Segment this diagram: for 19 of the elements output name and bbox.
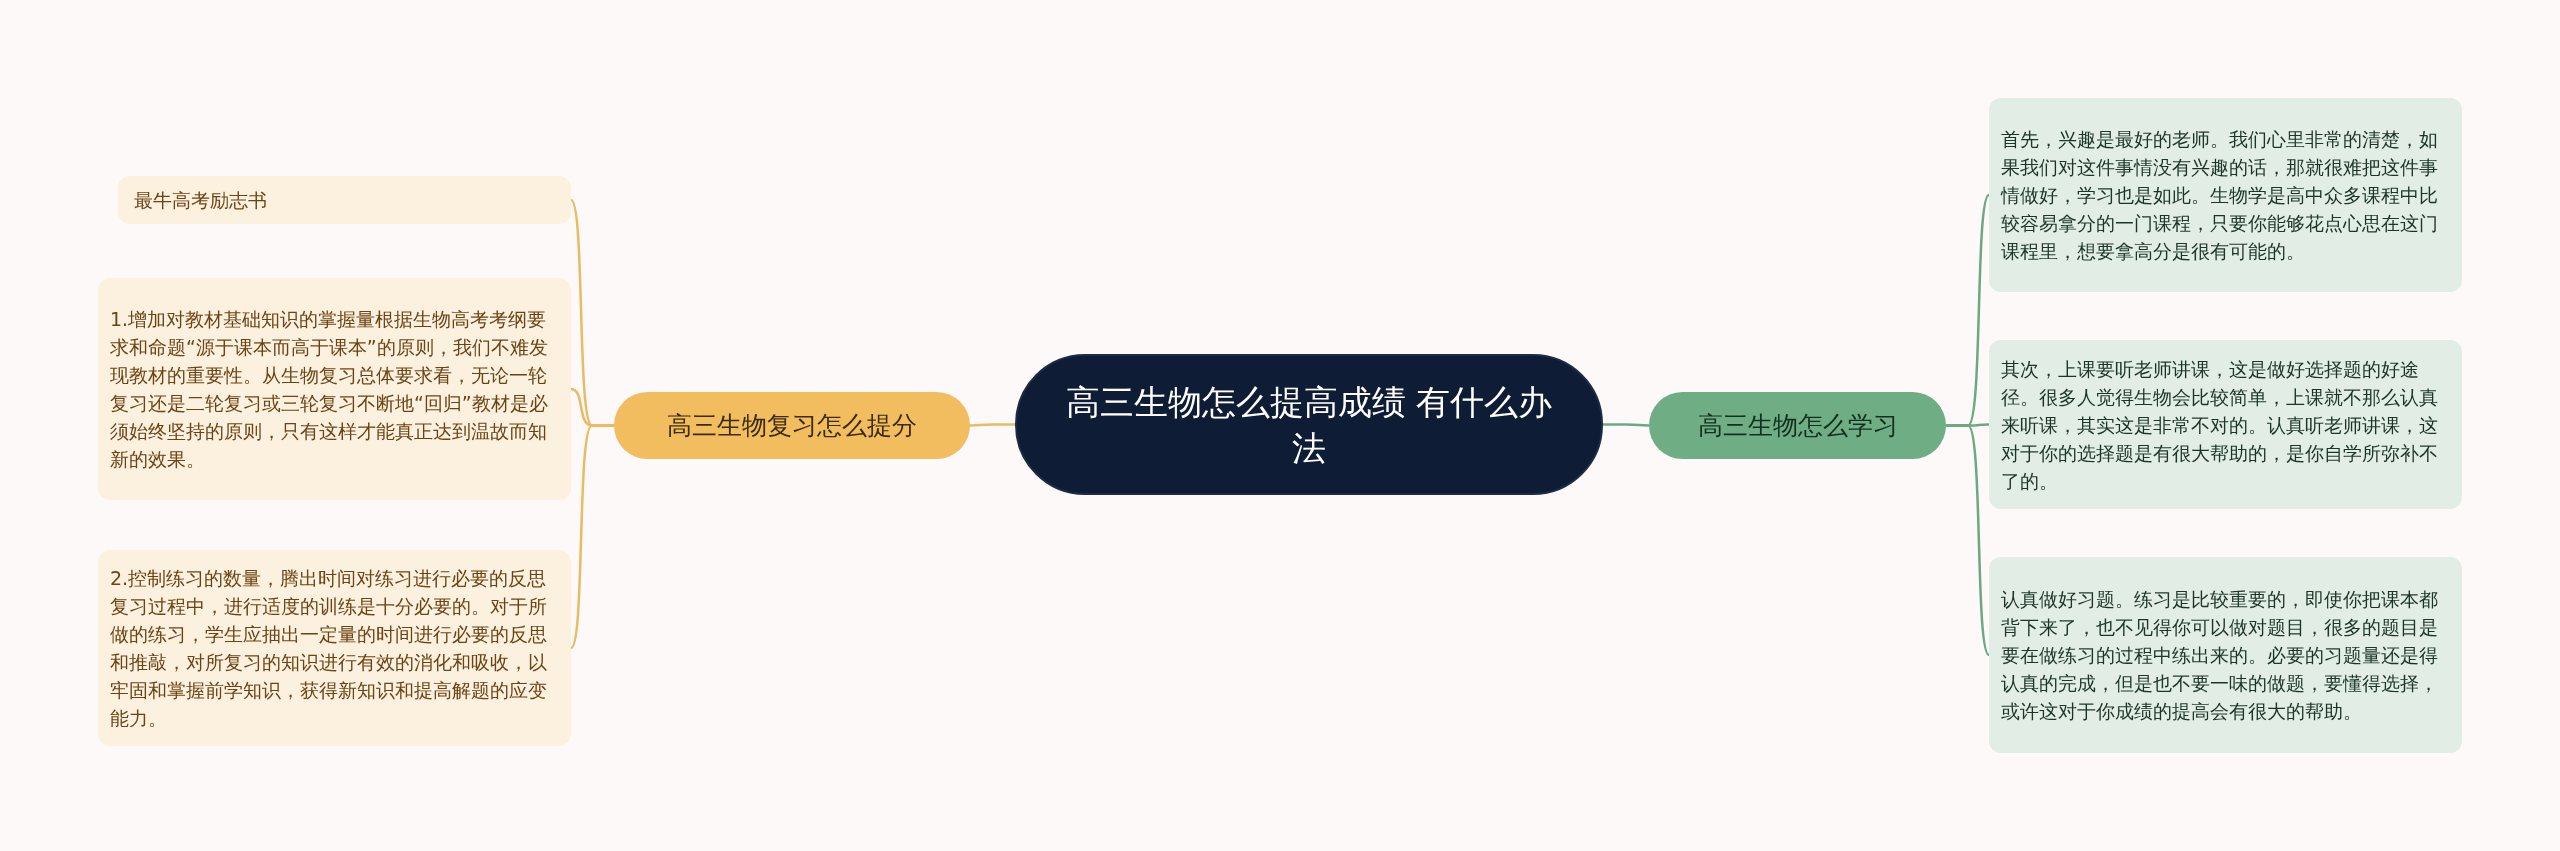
leaf-note bbox=[1989, 98, 2462, 292]
topic-text: 2.控制练习的数量，腾出时间对练习进行必要的反思复习过程中，进行适度的训练是十分必要的。对于所做的练习，学生应抽出一定量的时间进行必要的反思和推敲，对所复习的知识进行有效的消化和吸收，以牢固和掌握前学知识，获得新知识和提高解题的应变能力。 bbox=[110, 566, 548, 731]
topic-text: 高三生物怎么学习 bbox=[1697, 409, 1898, 442]
topic-text: 其次，上课要听老师讲课，这是做好选择题的好途径。很多人觉得生物会比较简单，上课就不那么认真来听课，其实这是非常不对的。认真听老师讲课，这对于你的选择题是有很大帮助的，是你自学所弥补不了的。 bbox=[2001, 356, 2439, 494]
topic-text: 高三生物复习怎么提分 bbox=[667, 409, 917, 442]
connector-line bbox=[1946, 424, 1991, 656]
leaf-note bbox=[1989, 340, 2462, 509]
connector-line bbox=[970, 423, 1015, 427]
leaf-note bbox=[98, 550, 571, 746]
topic-text: 高三生物怎么提高成绩 有什么办法 bbox=[1064, 380, 1554, 470]
topic-text: 最牛高考励志书 bbox=[134, 187, 267, 213]
connector-line bbox=[569, 424, 614, 649]
leaf-note bbox=[1989, 557, 2462, 753]
topic-text: 首先，兴趣是最好的老师。我们心里非常的清楚，如果我们对这件事情没有兴趣的话，那就很难把这件事情做好，学习也是如此。生物学是高中众多课程中比较容易拿分的一门课程，只要你能够花点心思在这门课程里，想要拿高分是很有可能的。 bbox=[2001, 127, 2439, 264]
leaf-note bbox=[98, 278, 571, 500]
connector-line bbox=[1603, 423, 1649, 427]
topic-text: 1.增加对教材基础知识的掌握量根据生物高考考纲要求和命题“源于课本而高于课本”的原则，我们不难发现教材的重要性。从生物复习总体要求看，无论一轮复习还是二轮复习或三轮复习不断地“回归”教材是必须始终坚持的原则，只有这样才能真正达到温故而知新的效果。 bbox=[110, 307, 549, 472]
topic-text: 认真做好习题。练习是比较重要的，即使你把课本都背下来了，也不见得你可以做对题目，很多的题目是要在做练习的过程中练出来的。必要的习题量还是得认真的完成，但是也不要一味的做题，要懂得选择，或许这对于你成绩的提高会有很大的帮助。 bbox=[2001, 587, 2439, 724]
leaf-note bbox=[118, 176, 571, 224]
